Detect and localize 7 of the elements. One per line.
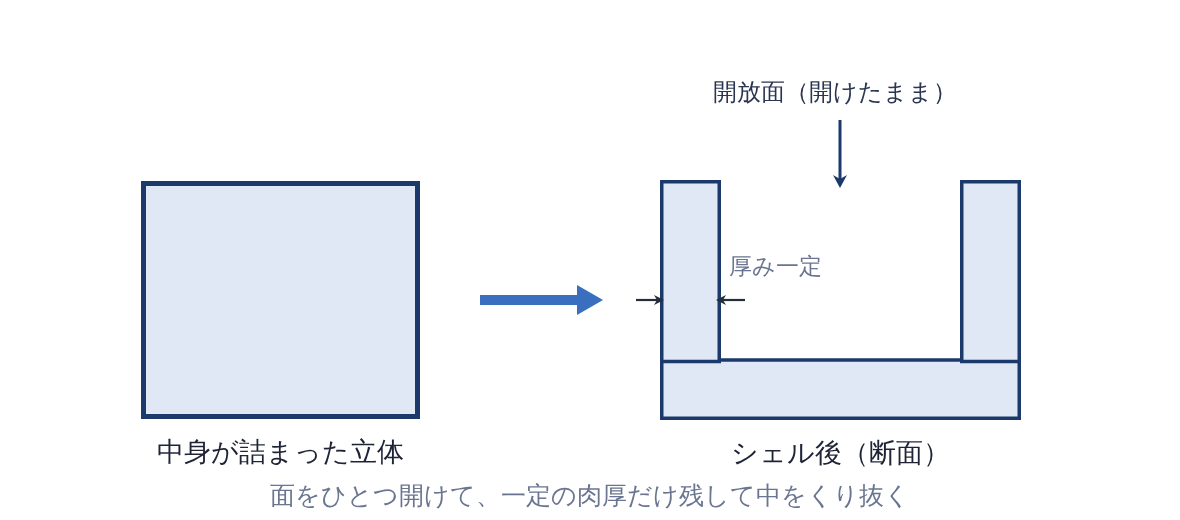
shape-caption: 中身が詰まった立体 <box>156 436 405 469</box>
caption-text: 面をひとつ開けて、一定の肉厚だけ残して中をくり抜く <box>270 481 910 510</box>
leader-arrow <box>833 120 847 188</box>
annotation-text: 開放面（開けたまま） <box>690 78 980 118</box>
shape-caption: シェル後（断面） <box>730 437 951 469</box>
process-arrow <box>480 285 603 315</box>
dimension-label: 厚み一定 <box>729 253 822 280</box>
